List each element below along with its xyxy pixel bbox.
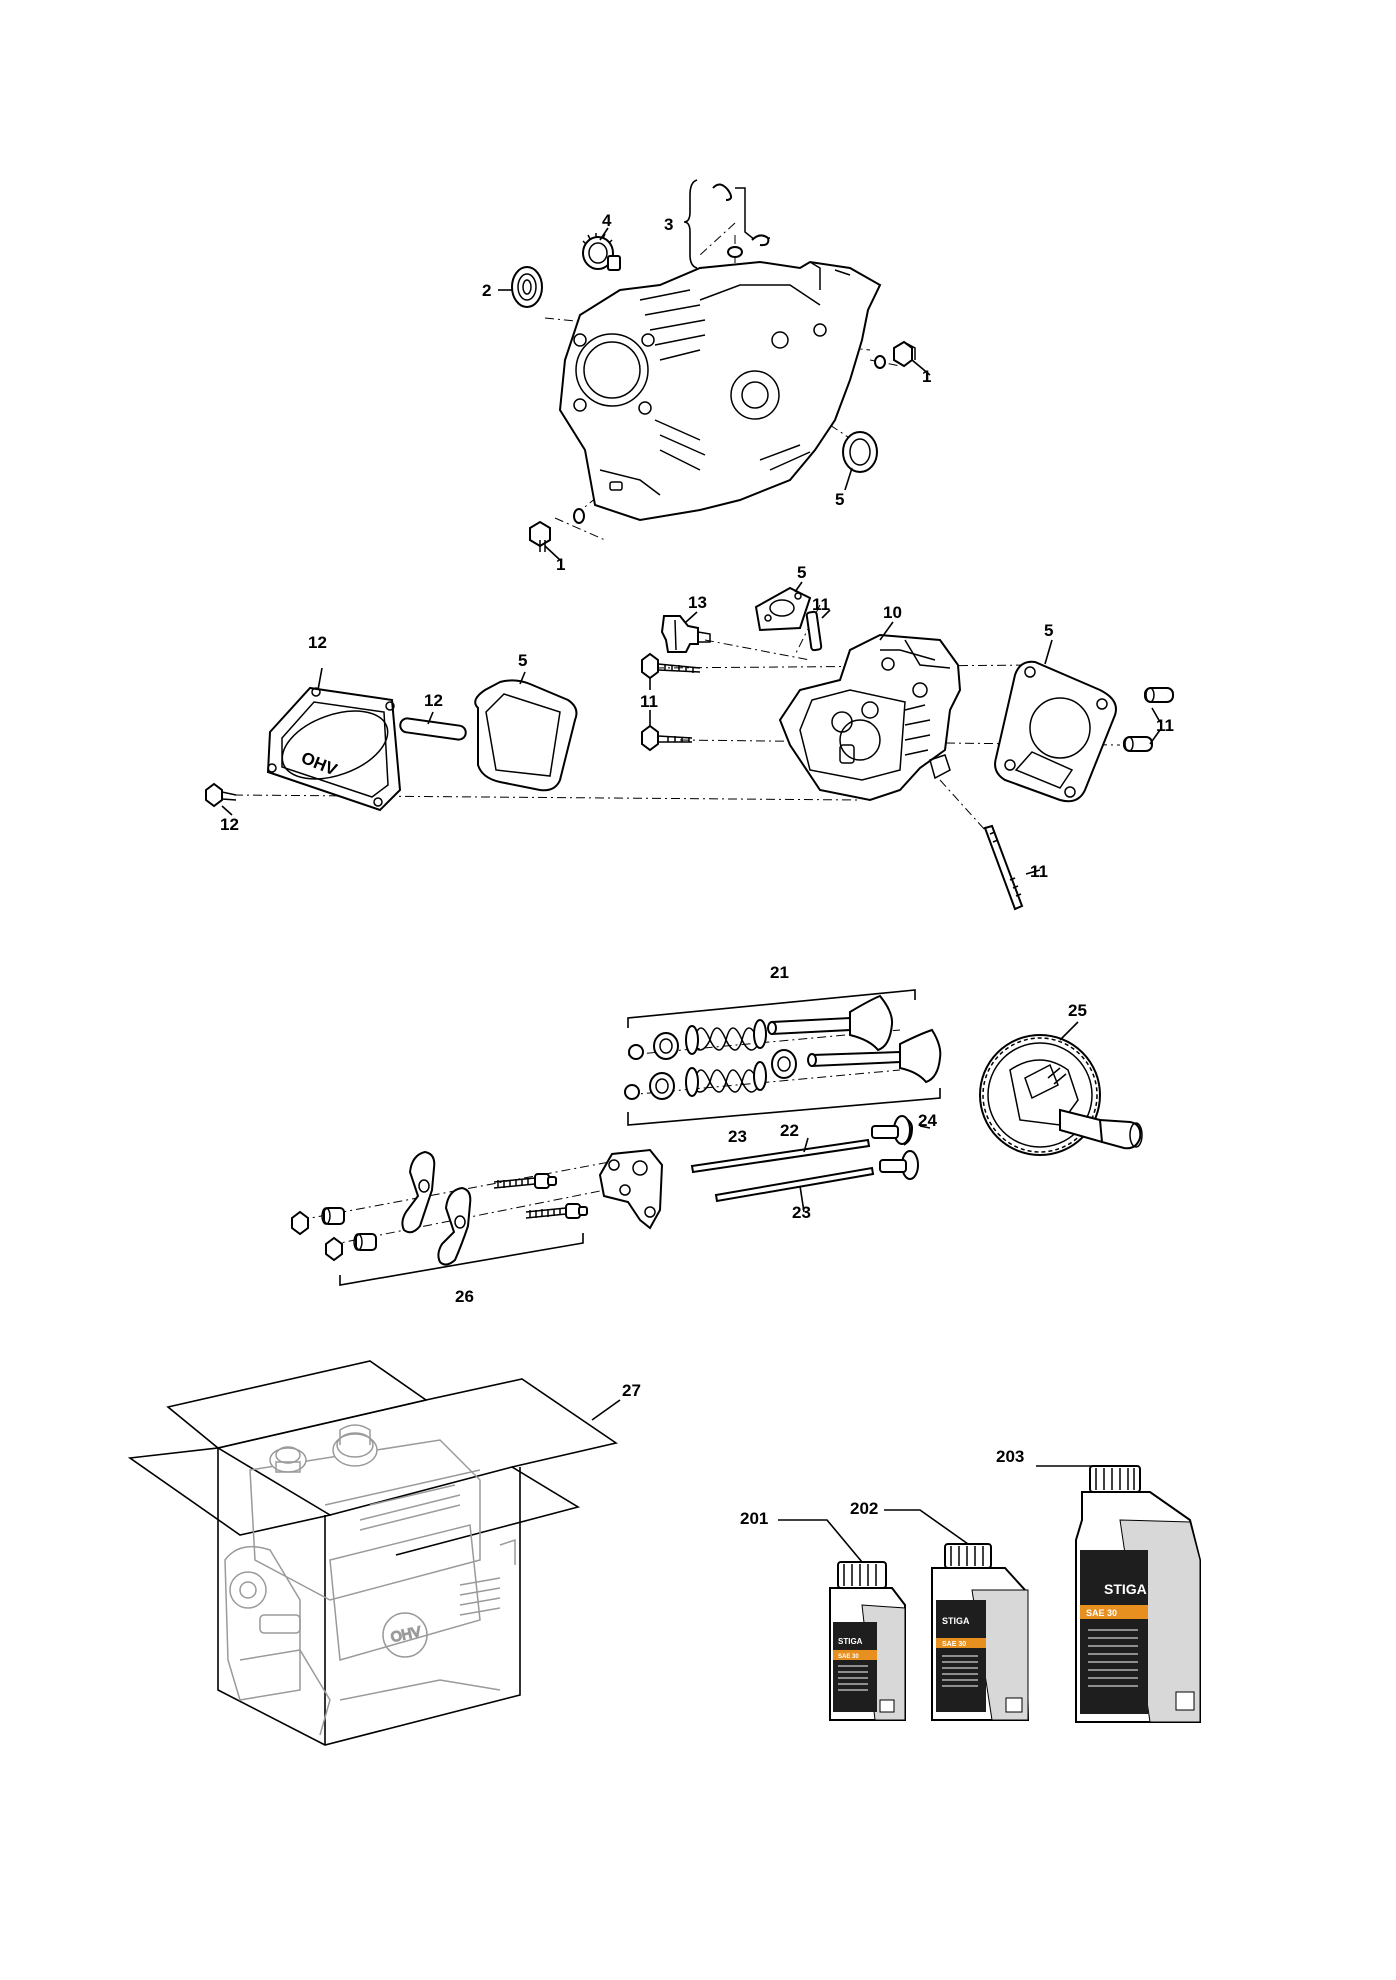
rocker-stud-upper[interactable] — [493, 1173, 557, 1189]
callout-11-dowels: 11 — [1156, 716, 1174, 735]
valve-rotator[interactable] — [771, 1049, 797, 1079]
callout-2: 2 — [482, 281, 491, 300]
spring-retainer-lower[interactable] — [649, 1072, 675, 1100]
callout-4: 4 — [602, 211, 612, 230]
callout-12-dowel: 12 — [424, 691, 443, 710]
cover-bolt[interactable] — [205, 782, 237, 808]
bottle-large-brand: STIGA — [1104, 1581, 1147, 1597]
bottle-small-brand: STIGA — [838, 1637, 863, 1646]
leader-lines — [221, 179, 1161, 1563]
bottle-medium-grade: SAE 30 — [942, 1641, 966, 1648]
head-bolt-upper[interactable] — [641, 652, 701, 680]
ohv-engine-mark: OHV — [389, 1623, 423, 1645]
callout-11-bolts: 11 — [640, 692, 658, 711]
lock-nut-lower[interactable] — [325, 1236, 343, 1262]
callout-13: 13 — [688, 593, 707, 612]
bolt-bottom[interactable] — [529, 508, 585, 552]
callout-25: 25 — [1068, 1001, 1087, 1020]
rocker-stud-lower[interactable] — [525, 1203, 588, 1219]
callout-12-bolt: 12 — [220, 815, 239, 834]
governor-arm-kit[interactable] — [712, 183, 771, 258]
callout-23-lower: 23 — [792, 1203, 811, 1222]
governor-gear[interactable] — [582, 233, 621, 271]
valve-spring-upper[interactable] — [685, 1019, 767, 1055]
lock-nut-upper[interactable] — [291, 1210, 309, 1236]
callout-5-exhaust: 5 — [797, 563, 806, 582]
cylinder-head[interactable] — [778, 633, 962, 802]
engine-ghost: OHV — [224, 1424, 516, 1736]
camshaft[interactable] — [979, 1034, 1143, 1156]
oil-seal[interactable] — [842, 431, 878, 473]
dowel-upper[interactable] — [1144, 687, 1174, 703]
exhaust-stud[interactable] — [805, 610, 823, 652]
push-rod-guide-plate[interactable] — [598, 1148, 664, 1230]
oil-bottle-small[interactable]: STIGA SAE 30 — [829, 1561, 906, 1721]
rocker-arm-upper[interactable] — [401, 1150, 436, 1234]
tappet-lower[interactable] — [879, 1150, 919, 1180]
crankcase[interactable] — [558, 260, 882, 522]
callout-201: 201 — [740, 1509, 768, 1528]
callout-24: 24 — [918, 1111, 937, 1130]
callout-5-cover-gasket: 5 — [518, 651, 527, 670]
callout-1-bottom: 1 — [556, 555, 565, 574]
complete-engine-box[interactable]: OHV — [127, 1360, 618, 1746]
dowel-lower[interactable] — [1123, 736, 1153, 752]
callout-10: 10 — [883, 603, 902, 622]
callout-27: 27 — [622, 1381, 641, 1400]
pivot-upper[interactable] — [321, 1207, 345, 1225]
callout-23-upper: 23 — [728, 1127, 747, 1146]
spring-retainer-upper[interactable] — [653, 1032, 679, 1060]
bottle-medium-brand: STIGA — [942, 1616, 970, 1626]
long-stud[interactable] — [983, 824, 1024, 911]
crankcase-group — [511, 183, 916, 552]
pivot-lower[interactable] — [353, 1233, 377, 1251]
exhaust-gasket[interactable] — [754, 586, 812, 632]
callout-22: 22 — [780, 1121, 799, 1140]
head-bolt-lower[interactable] — [641, 724, 693, 752]
bottle-small-grade: SAE 30 — [838, 1654, 859, 1660]
head-gasket[interactable] — [994, 660, 1117, 803]
exhaust-valve[interactable] — [807, 1028, 942, 1084]
valve-collet-lower[interactable] — [624, 1084, 640, 1100]
bolt-right[interactable] — [874, 340, 916, 369]
callout-203: 203 — [996, 1447, 1024, 1466]
callout-12-cover: 12 — [308, 633, 327, 652]
callout-5-seal: 5 — [835, 490, 844, 509]
spark-plug[interactable] — [660, 615, 711, 653]
callout-202: 202 — [850, 1499, 878, 1518]
cylinder-head-group: OHV — [205, 586, 1174, 911]
push-rod-upper[interactable] — [690, 1138, 871, 1174]
callout-21: 21 — [770, 963, 789, 982]
valve-spring-lower[interactable] — [685, 1061, 767, 1097]
valve-cover[interactable]: OHV — [266, 686, 402, 812]
callout-11-long-stud: 11 — [1030, 862, 1048, 881]
callout-26: 26 — [455, 1287, 474, 1306]
valve-cover-gasket[interactable] — [474, 679, 578, 792]
bearing[interactable] — [511, 266, 543, 308]
tappet-upper[interactable] — [871, 1115, 914, 1146]
oil-bottle-medium[interactable]: STIGA SAE 30 — [931, 1543, 1030, 1721]
rocker-arm-lower[interactable] — [437, 1186, 472, 1266]
callout-11-stud: 11 — [812, 595, 830, 614]
intake-valve[interactable] — [767, 994, 894, 1052]
callout-5-head: 5 — [1044, 621, 1053, 640]
callout-labels: 3 4 2 1 5 1 5 13 11 10 5 12 5 12 11 11 1… — [220, 211, 1174, 1528]
callout-1-right: 1 — [922, 367, 931, 386]
bottle-large-grade: SAE 30 — [1086, 1608, 1117, 1618]
callout-3: 3 — [664, 215, 673, 234]
push-rod-lower[interactable] — [714, 1166, 875, 1203]
dowel-pin-long[interactable] — [399, 717, 467, 741]
valve-train-group — [291, 994, 1143, 1266]
valve-collet-upper[interactable] — [628, 1044, 644, 1060]
oil-bottle-large[interactable]: STIGA SAE 30 — [1075, 1465, 1201, 1723]
